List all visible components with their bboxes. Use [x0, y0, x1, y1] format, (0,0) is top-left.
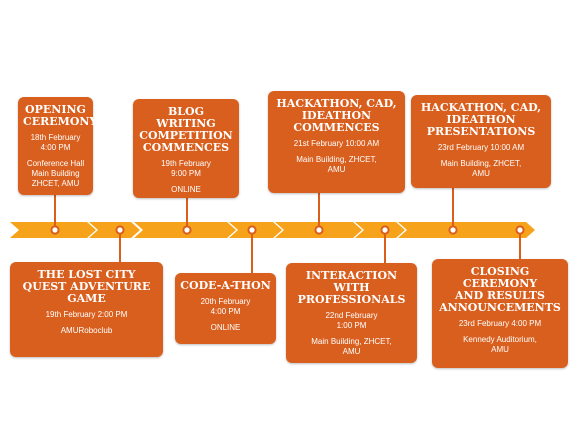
event-venue: AMURoboclub — [60, 326, 113, 335]
timeline-marker-interaction-professionals — [380, 225, 390, 235]
event-datetime: 18th February — [30, 133, 81, 142]
event-title-line: CLOSING — [470, 265, 530, 278]
timeline-arrow-segment — [355, 222, 405, 238]
event-title-line: OPENING — [25, 103, 86, 116]
event-venue: AMU — [491, 345, 509, 354]
timeline-marker-hackathon-presentations — [448, 225, 458, 235]
event-title-line: CODE-A-THON — [180, 279, 271, 292]
event-venue: Main Building, ZHCET, — [311, 337, 392, 346]
timeline-connectors — [54, 188, 521, 273]
event-title-line: IDEATHON — [301, 109, 372, 122]
event-datetime: 23rd February 10:00 AM — [437, 143, 525, 152]
event-title-line: PROFESSIONALS — [297, 293, 406, 306]
event-venue: Main Building — [31, 169, 80, 178]
event-venue: AMU — [472, 169, 490, 178]
event-title-line: INTERACTION — [305, 269, 398, 282]
event-datetime: 21st February 10:00 AM — [293, 139, 380, 148]
event-datetime: 19th February 2:00 PM — [45, 310, 128, 319]
event-title-line: GAME — [67, 292, 106, 305]
timeline-marker-blog-writing — [182, 225, 192, 235]
event-title-line: BLOG WRITING — [156, 105, 216, 130]
timeline-arrow-segment — [398, 222, 535, 238]
event-title-line: COMPETITION — [139, 129, 233, 142]
timeline-markers — [50, 225, 525, 235]
timeline-marker-hackathon-commences — [314, 225, 324, 235]
event-title-line: CEREMONY — [462, 277, 538, 290]
event-venue: ONLINE — [210, 323, 241, 332]
event-datetime: 22nd February — [325, 311, 378, 320]
event-datetime: 19th February — [161, 159, 211, 168]
event-title-line: HACKATHON, CAD, — [420, 101, 542, 114]
timeline-marker-code-a-thon — [247, 225, 257, 235]
event-title-line: WITH — [333, 281, 370, 294]
timeline-marker-opening-ceremony — [50, 225, 60, 235]
timeline-arrow-segment — [89, 222, 140, 238]
event-venue: Main Building, ZHCET, — [296, 155, 377, 164]
event-title-line: AND RESULTS — [455, 289, 545, 302]
event-datetime: 4:00 PM — [210, 307, 241, 316]
event-title-line: IDEATHON — [446, 113, 516, 126]
event-title-line: ANNOUNCEMENTS — [439, 301, 561, 314]
event-title-line: CEREMONY — [23, 115, 98, 128]
event-datetime: 20th February — [200, 297, 251, 306]
event-datetime: 1:00 PM — [336, 321, 367, 330]
event-venue: ONLINE — [171, 185, 201, 194]
event-venue: Kennedy Auditorium, — [463, 335, 537, 344]
event-datetime: 9:00 PM — [171, 169, 201, 178]
event-datetime: 4:00 PM — [40, 143, 71, 152]
event-datetime: 23rd February 4:00 PM — [458, 319, 542, 328]
event-title-line: COMMENCES — [293, 121, 380, 134]
event-venue: AMU — [327, 165, 346, 174]
event-venue: Main Building, ZHCET, — [440, 159, 522, 168]
event-title-line: THE LOST CITY — [37, 268, 136, 281]
event-title-line: PRESENTATIONS — [426, 125, 536, 138]
timeline-marker-closing-ceremony — [515, 225, 525, 235]
event-venue: Conference Hall — [26, 159, 85, 168]
event-venue: ZHCET, AMU — [31, 179, 80, 188]
event-title-line: COMMENCES — [142, 141, 230, 154]
event-title-line: HACKATHON, CAD, — [276, 97, 397, 110]
event-title-line: QUEST ADVENTURE — [22, 280, 151, 293]
event-title: CODE-A-THON — [180, 280, 271, 292]
timeline-marker-lost-city-quest — [115, 225, 125, 235]
event-venue: AMU — [342, 347, 361, 356]
